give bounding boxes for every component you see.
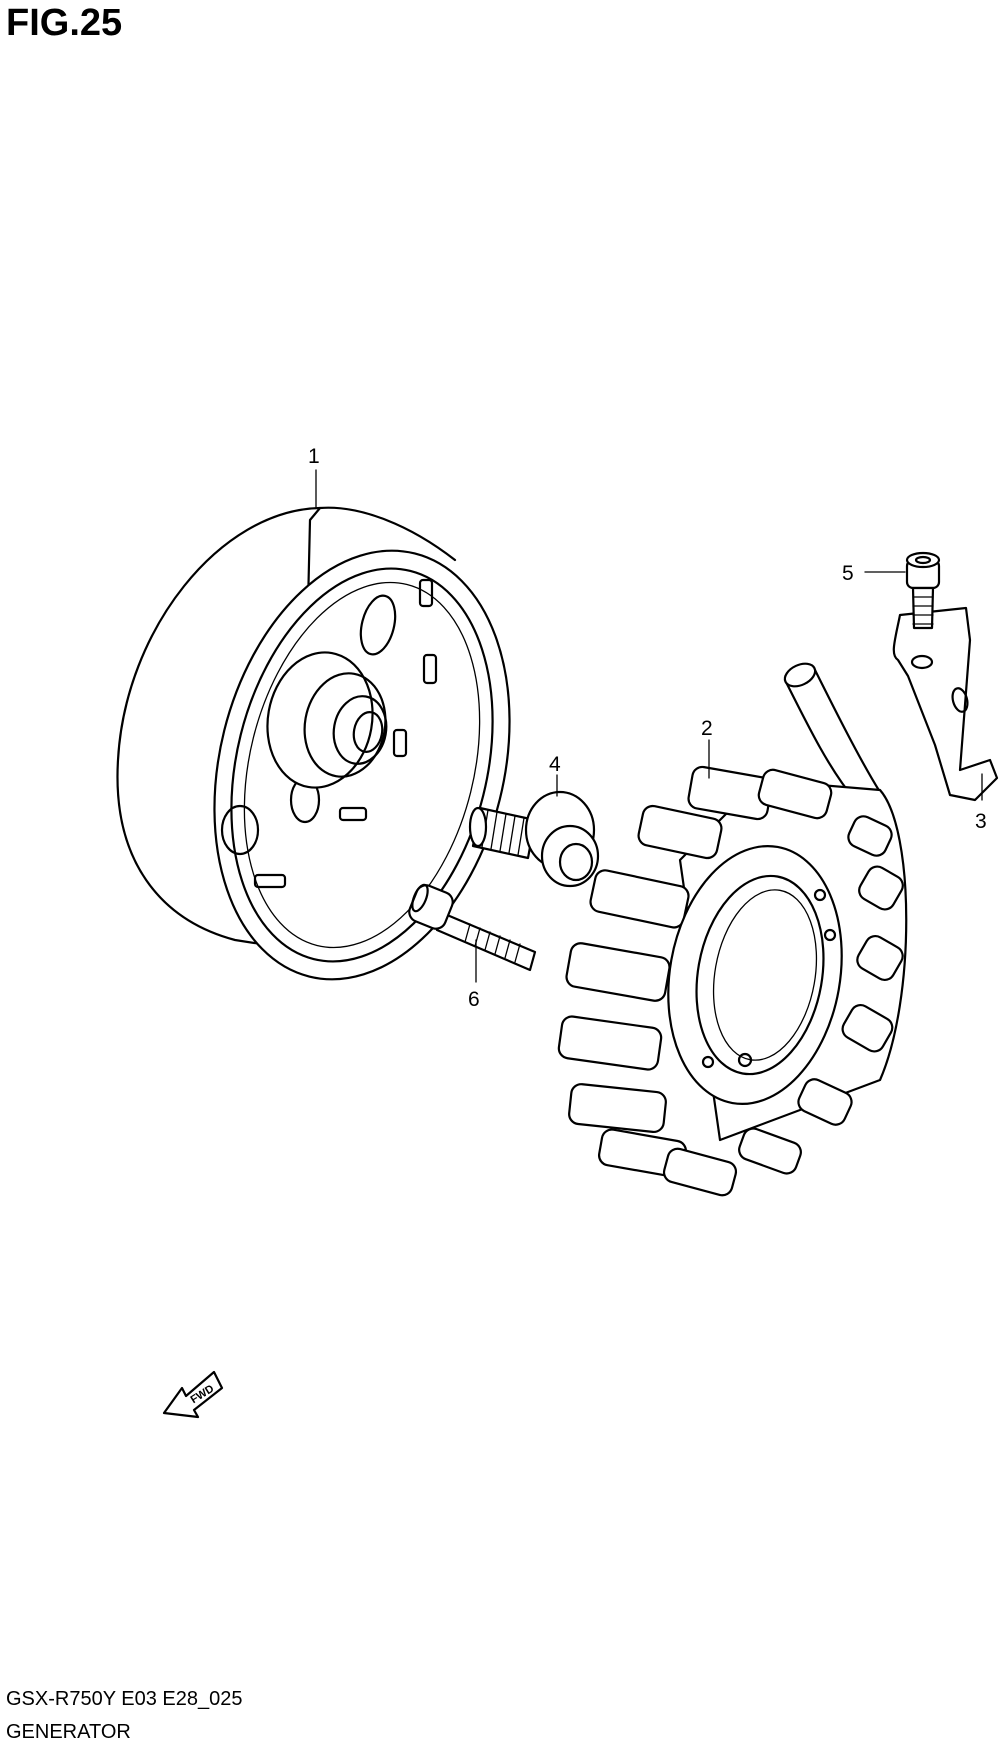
- figure-name: GENERATOR: [6, 1721, 131, 1743]
- fwd-arrow-icon: FWD: [162, 1370, 224, 1419]
- callout-2: 2: [701, 717, 713, 740]
- cap-screw-icon[interactable]: [905, 551, 941, 630]
- figure-title: FIG.25: [6, 2, 123, 44]
- bracket-icon[interactable]: [892, 606, 999, 802]
- stator-icon[interactable]: [557, 659, 908, 1197]
- leader-lines: [315, 469, 983, 983]
- callout-3: 3: [975, 810, 987, 833]
- bolt-icon[interactable]: [406, 882, 537, 972]
- rotor-icon[interactable]: [116, 506, 552, 1011]
- flange-bolt-icon[interactable]: [468, 790, 600, 888]
- model-code: GSX-R750Y E03 E28_025: [6, 1688, 243, 1710]
- callout-4: 4: [549, 753, 561, 776]
- callout-1: 1: [308, 445, 320, 468]
- callout-5: 5: [842, 562, 854, 585]
- callout-6: 6: [468, 988, 480, 1011]
